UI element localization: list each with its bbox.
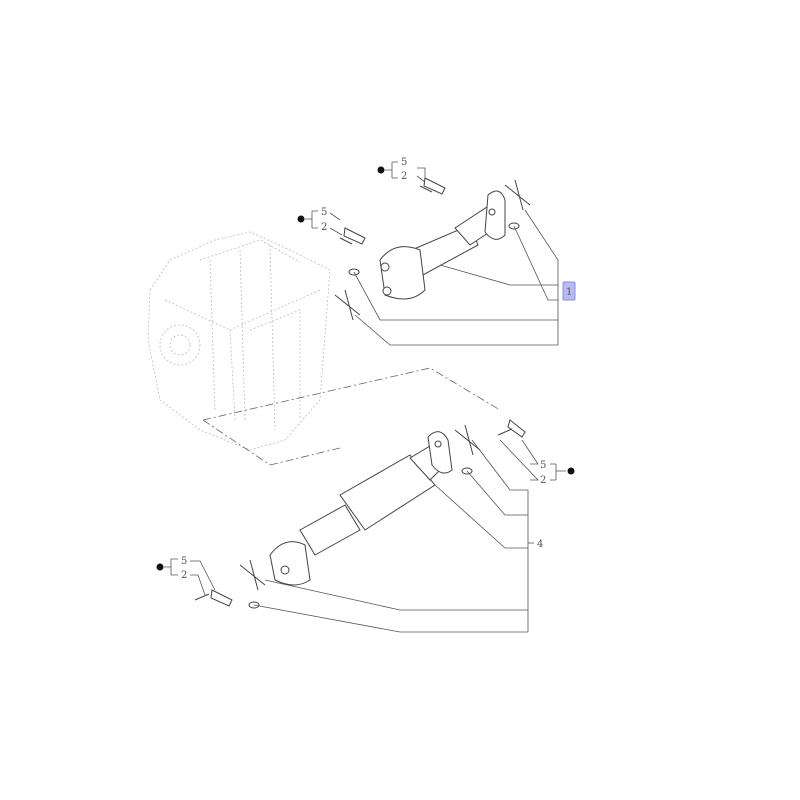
callout-top-a: 5 2 xyxy=(377,157,407,182)
callout-4: 4 xyxy=(537,539,543,550)
front-drive-shaft xyxy=(379,190,506,300)
callout-5: 5 xyxy=(401,157,407,168)
callout-2: 2 xyxy=(540,475,546,486)
universal-joint-crosses xyxy=(194,177,531,609)
callout-5: 5 xyxy=(321,207,327,218)
transmission-housing xyxy=(147,231,331,451)
callout-rear-shaft: 4 xyxy=(528,539,543,550)
callout-top-b: 5 2 xyxy=(297,207,343,236)
callout-bottom: 5 2 xyxy=(156,556,216,596)
callout-1: 1 xyxy=(566,287,572,298)
callout-5: 5 xyxy=(181,556,187,567)
callout-2: 2 xyxy=(181,570,187,581)
callout-front-shaft-highlighted[interactable]: 1 xyxy=(562,281,576,301)
callout-2: 2 xyxy=(321,222,327,233)
callout-right: 5 2 xyxy=(499,439,575,486)
rear-drive-shaft xyxy=(269,431,453,586)
callout-5: 5 xyxy=(540,460,546,471)
callout-2: 2 xyxy=(401,171,407,182)
